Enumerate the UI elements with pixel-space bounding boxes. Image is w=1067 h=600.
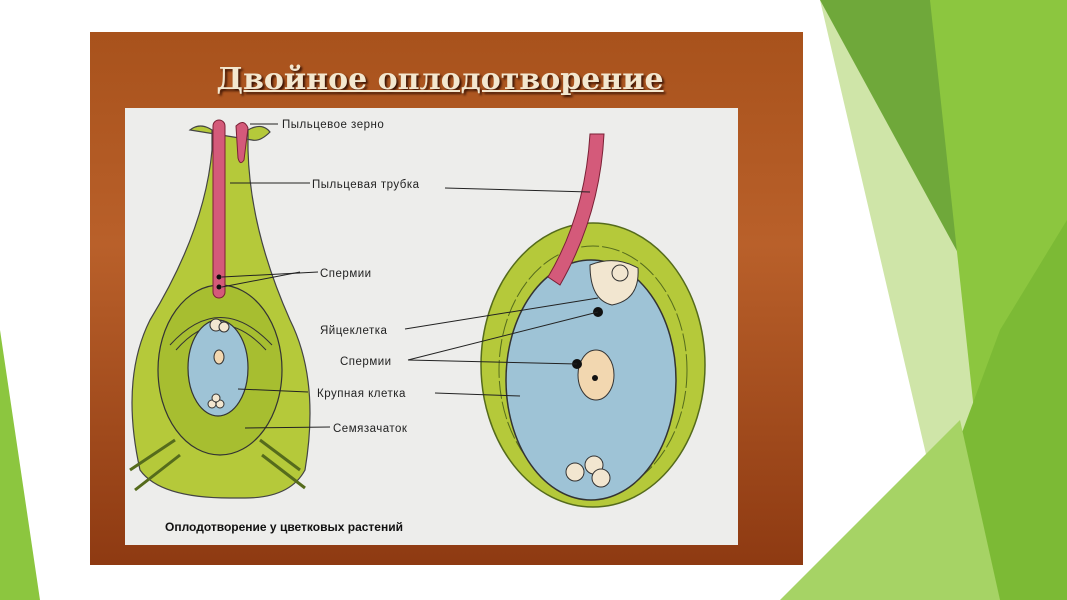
label-pollen-tube: Пыльцевая трубка — [312, 179, 420, 191]
label-ovule: Семязачаток — [333, 423, 408, 435]
slide-title: Двойное оплодотворение — [216, 62, 664, 97]
pollen-grain — [235, 122, 249, 164]
label-large-cell: Крупная клетка — [317, 388, 406, 400]
pollen-tube — [212, 119, 226, 299]
ovule-illustration — [480, 133, 706, 508]
pollen-tube — [547, 133, 605, 286]
leader-lines — [221, 123, 599, 429]
label-egg-cell: Яйцеклетка — [320, 325, 388, 337]
diagram-caption: Оплодотворение у цветковых растений — [165, 520, 403, 534]
label-sperms-right: Спермии — [340, 356, 392, 368]
label-pollen-grain: Пыльцевое зерно — [282, 119, 384, 131]
green-triangle-bottom-left — [780, 420, 1000, 600]
pistil-illustration — [129, 119, 311, 499]
green-triangle-left — [0, 330, 40, 600]
label-sperms-left: Спермии — [320, 268, 372, 280]
